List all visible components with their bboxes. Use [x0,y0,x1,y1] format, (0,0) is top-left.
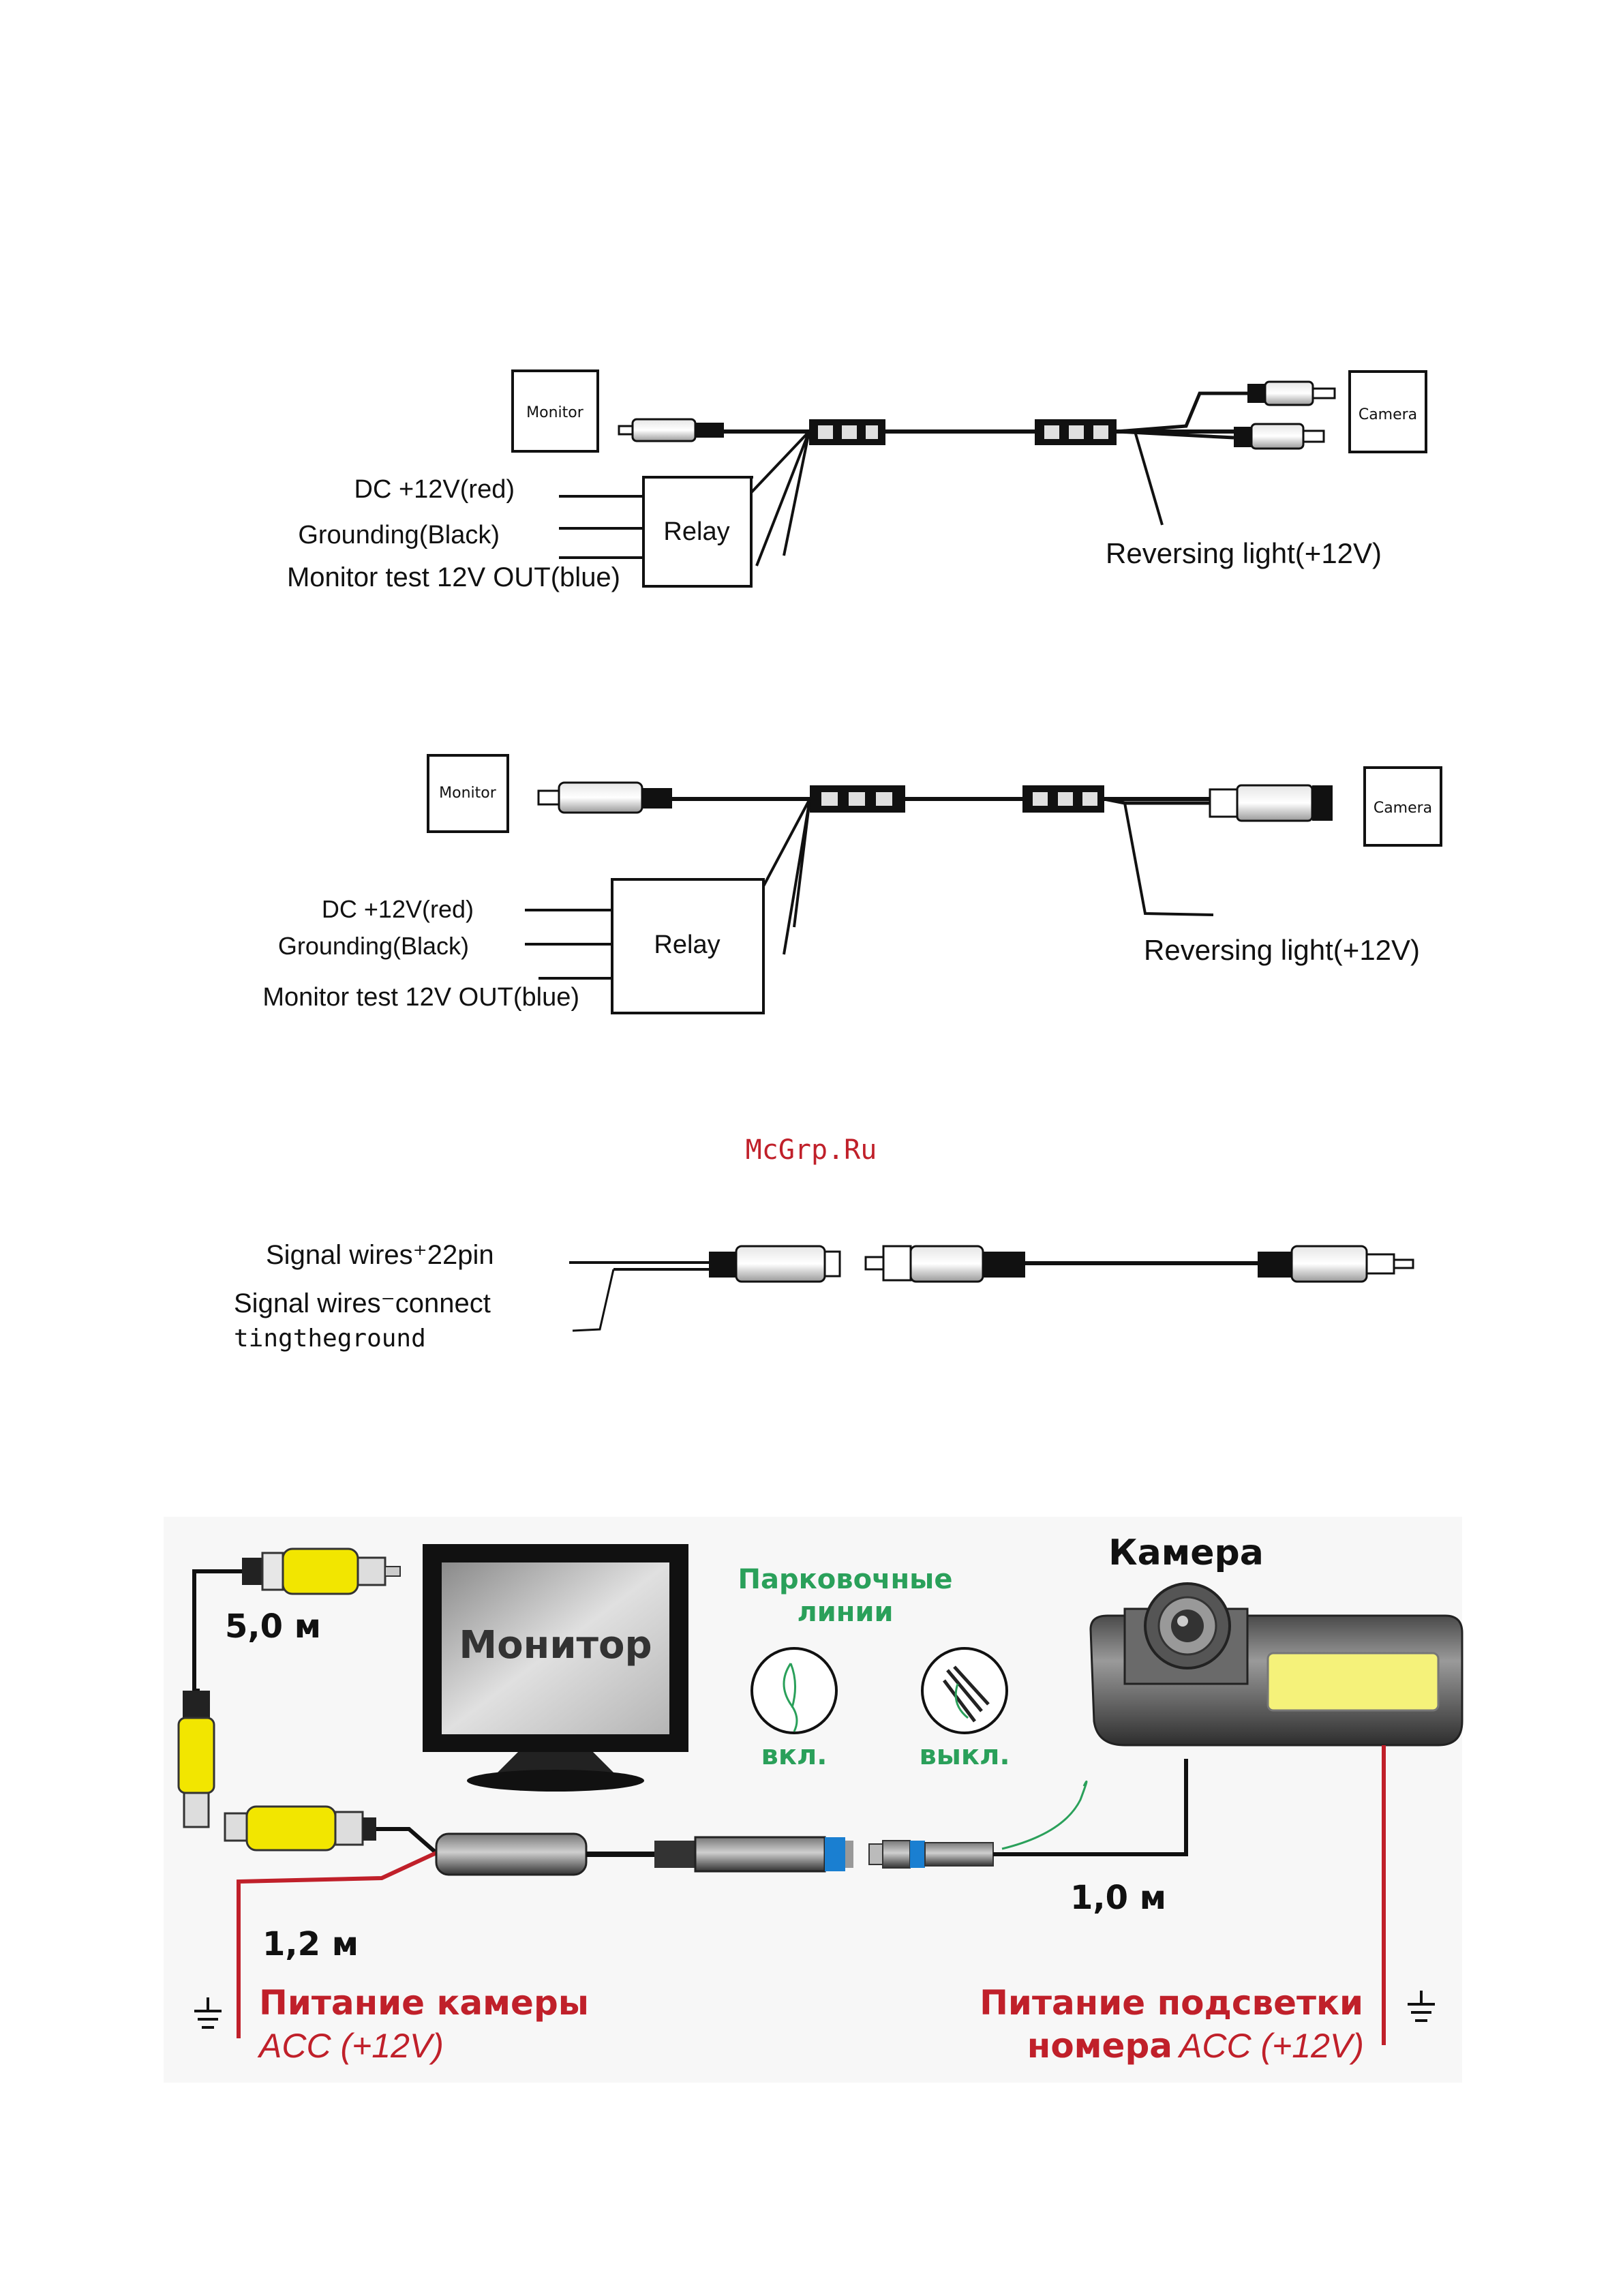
din-plug-icon [1209,784,1333,822]
yellow-rca-plug-icon [242,1547,401,1595]
relay-label: Relay [654,931,720,959]
monitor-label: Monitor [439,785,497,802]
monitor-icon [423,1544,688,1792]
light-power-word: номера [1027,2026,1172,2066]
camera-label: Camera [1359,406,1417,423]
relay-box [642,476,753,588]
monitor-test-label: Monitor test 12V OUT(blue) [287,562,620,592]
rca-plug-icon [618,418,724,442]
watermark: McGrp.Ru [746,1134,877,1166]
ground-icon [194,1997,222,2029]
light-power-acc: ACC (+12V) [1177,2027,1364,2065]
monitor-box [511,369,599,453]
signal-minus-label-2: tingtheground [234,1325,426,1353]
parking-on-label: вкл. [761,1740,828,1771]
monitor-test-label: Monitor test 12V OUT(blue) [262,983,579,1012]
connector-icon [1035,419,1117,445]
extension-jack-icon [868,1840,994,1869]
camera-title: Камера [1108,1532,1264,1573]
connector-icon [1022,785,1104,813]
camera-box [1363,766,1442,847]
parking-on-icon [750,1647,838,1734]
length-5m: 5,0 м [225,1607,321,1646]
dc-label: DC +12V(red) [354,475,515,504]
rca-plug-icon [1258,1245,1414,1283]
monitor-box [427,754,509,833]
monitor-label: Monitor [526,404,584,421]
light-power-title: Питание подсветки [980,1983,1363,2023]
camera-icon [1089,1582,1463,1747]
rca-plug-icon [1234,423,1325,450]
yellow-rca-plug-icon [224,1805,376,1852]
parking-lines-title-2: линии [797,1597,893,1628]
reversing-light-label: Reversing light(+12V) [1106,537,1382,569]
ground-label: Grounding(Black) [278,932,469,960]
diagram-4: 5,0 м 1,2 м Питание камеры ACC (+12V) [164,1517,1463,2083]
parking-lines-title-1: Парковочные [738,1564,953,1595]
rca-plug-icon [537,781,672,814]
monitor-label: Монитор [459,1623,652,1667]
dc-label: DC +12V(red) [322,895,474,923]
connector-icon [809,419,885,445]
reversing-light-label: Reversing light(+12V) [1144,934,1420,966]
ground-label: Grounding(Black) [298,521,500,549]
camera-power-acc: ACC (+12V) [257,2027,444,2065]
splitter-icon [435,1832,588,1876]
diagram-2: Monitor Camera Relay [262,754,1442,1014]
diagram-3: Signal wires⁺22pin Signal wires⁻connect … [234,1240,1414,1353]
relay-label: Relay [663,517,729,546]
rca-jack-icon [709,1245,841,1283]
rca-plug-icon [1247,380,1336,406]
parking-off-icon [921,1647,1008,1734]
rca-plug-icon [864,1245,1025,1283]
signal-plus-label: Signal wires⁺22pin [266,1240,494,1270]
length-1m: 1,0 м [1070,1879,1166,1917]
signal-minus-label-1: Signal wires⁻connect [234,1288,491,1318]
relay-box [611,878,765,1014]
diagram-1: Monitor Camera [287,369,1427,592]
camera-power-title: Питание камеры [259,1983,589,2023]
length-1-2m: 1,2 м [262,1925,359,1963]
camera-box [1348,370,1427,453]
parking-off-label: выкл. [919,1740,1010,1771]
camera-label: Camera [1374,800,1432,817]
extension-plug-icon [654,1836,853,1873]
connector-icon [810,785,905,813]
ground-icon [1408,1991,1435,2022]
yellow-rca-jack-icon [177,1691,215,1828]
